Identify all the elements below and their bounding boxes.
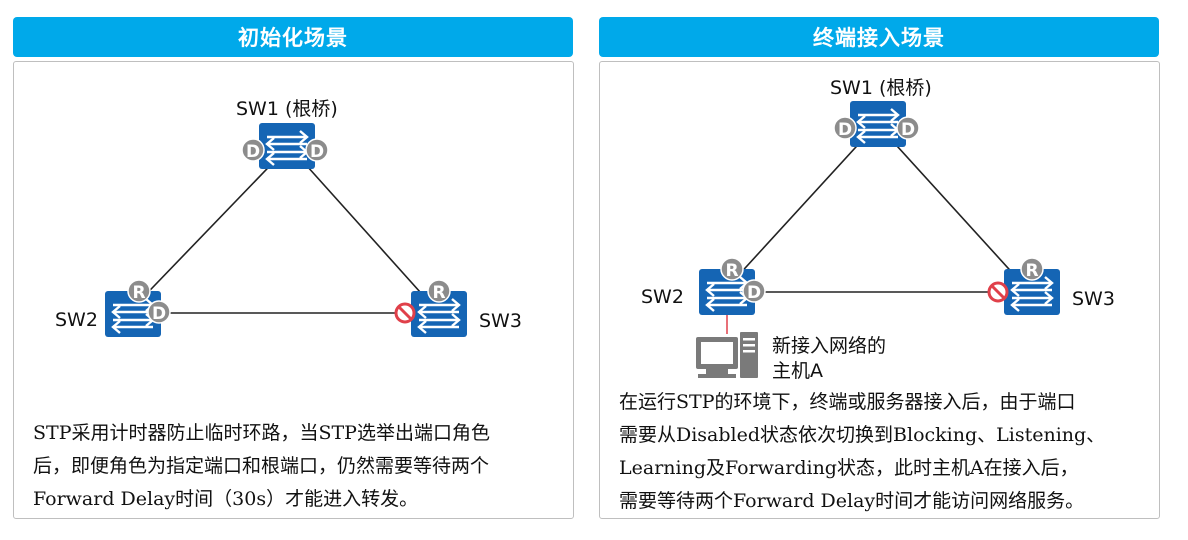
port-badge: D xyxy=(742,279,766,303)
link-sw1-sw3 xyxy=(288,145,439,313)
port-badge: D xyxy=(896,116,920,140)
sw1-label: SW1 (根桥) xyxy=(830,77,932,99)
description-line: 需要从Disabled状态依次切换到Blocking、Listening、 xyxy=(619,424,1106,446)
blocked-port-icon xyxy=(394,302,416,324)
link-sw1-sw2 xyxy=(724,123,878,291)
blocked-port-icon xyxy=(987,281,1009,303)
port-badge-label: D xyxy=(838,120,852,140)
port-badge-label: D xyxy=(246,142,260,162)
port-badge-label: D xyxy=(747,283,761,303)
right-panel-title: 终端接入场景 xyxy=(599,17,1159,57)
left-panel-title: 初始化场景 xyxy=(13,17,573,57)
port-badge: D xyxy=(241,138,265,162)
port-badge: D xyxy=(147,300,171,324)
terminal-access-panel: D D R D R SW1 (根桥) SW2 xyxy=(599,61,1160,519)
host-a-label: 主机A xyxy=(772,360,823,382)
port-badge-label: D xyxy=(310,142,324,162)
terminal-access-description: 在运行STP的环境下，终端或服务器接入后，由于端口 需要从Disabled状态依… xyxy=(619,386,1105,518)
computer-icon xyxy=(696,332,758,378)
link-sw1-sw3 xyxy=(876,123,1029,291)
port-badge: D xyxy=(305,138,329,162)
terminal-access-topology-diagram: D D R D R xyxy=(696,99,1062,378)
port-badge: R xyxy=(1020,257,1044,281)
port-badge-label: R xyxy=(1025,261,1038,281)
sw2-label: SW2 xyxy=(641,286,684,308)
initial-topology-diagram: D D R D R xyxy=(103,121,469,339)
port-badge: R xyxy=(720,257,744,281)
description-line: STP采用计时器防止临时环路，当STP选举出端口角色 xyxy=(33,422,490,444)
initial-scenario-description: STP采用计时器防止临时环路，当STP选举出端口角色 后，即便角色为指定端口和根… xyxy=(33,417,490,516)
port-badge: D xyxy=(833,116,857,140)
port-badge: R xyxy=(127,279,151,303)
description-line: Learning及Forwarding状态，此时主机A在接入后， xyxy=(619,457,1079,479)
description-line: 后，即便角色为指定端口和根端口，仍然需要等待两个 xyxy=(33,455,490,477)
sw1-label: SW1 (根桥) xyxy=(236,98,338,120)
description-line: 需要等待两个Forward Delay时间才能访问网络服务。 xyxy=(619,490,1085,512)
port-badge-label: R xyxy=(725,261,738,281)
port-badge: R xyxy=(427,279,451,303)
port-badge-label: D xyxy=(901,120,915,140)
port-badge-label: R xyxy=(132,283,145,303)
sw3-label: SW3 xyxy=(1072,288,1115,310)
sw2-label: SW2 xyxy=(55,309,98,331)
port-badge-label: R xyxy=(432,283,445,303)
sw3-label: SW3 xyxy=(479,310,522,332)
description-line: Forward Delay时间（30s）才能进入转发。 xyxy=(33,488,419,510)
initial-scenario-panel: D D R D R SW1 (根桥) SW2 SW3 STP采用计时器防止临时环… xyxy=(13,61,574,519)
port-badge-label: D xyxy=(152,304,166,324)
description-line: 在运行STP的环境下，终端或服务器接入后，由于端口 xyxy=(619,391,1076,413)
host-a-label: 新接入网络的 xyxy=(772,335,887,357)
link-sw1-sw2 xyxy=(128,145,290,313)
